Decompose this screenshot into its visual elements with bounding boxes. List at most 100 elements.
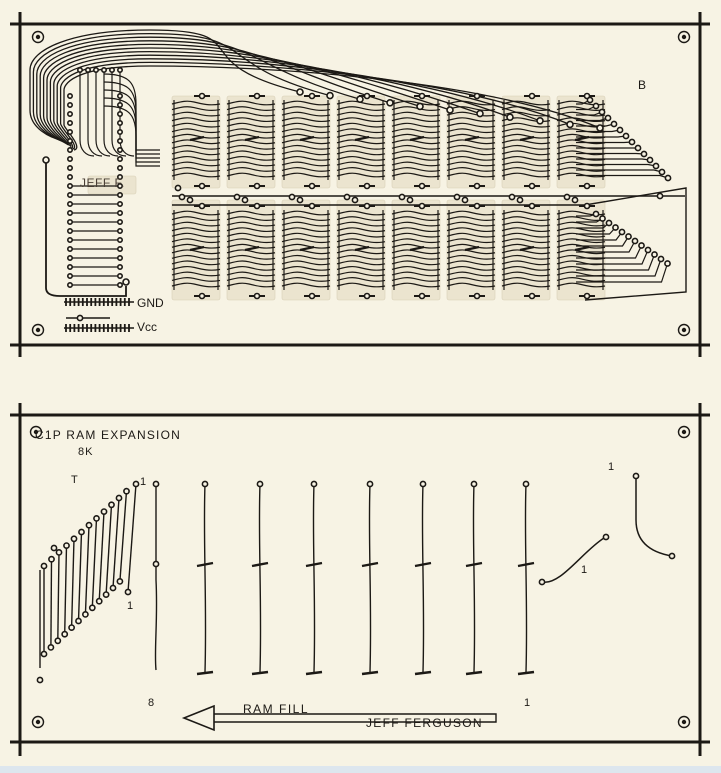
- ladder-pad: [102, 591, 110, 598]
- ram-wave-trace: [281, 249, 331, 255]
- ram-wave-trace: [556, 111, 606, 117]
- edge-pad: [652, 162, 660, 170]
- ram-wave-trace: [446, 100, 496, 106]
- ram-wave-trace: [391, 117, 441, 123]
- ladder-trace: [57, 552, 60, 641]
- ladder-pad: [109, 584, 117, 592]
- connector-pad: [67, 147, 74, 154]
- ram-wave-trace: [281, 210, 331, 216]
- ram-wave-trace: [336, 216, 386, 221]
- ladder-pad: [115, 494, 123, 502]
- jumper-bar: [517, 670, 535, 676]
- ram-wave-trace: [501, 282, 551, 288]
- ram-wave-trace: [556, 254, 606, 260]
- ram-wave-trace: [226, 232, 276, 238]
- ram-wave-trace: [336, 227, 386, 233]
- curved-jumper: [541, 537, 605, 583]
- bus-pad: [656, 192, 664, 200]
- ram-wave-trace: [501, 128, 551, 134]
- bus-pad: [416, 102, 424, 111]
- ladder-pad: [132, 480, 140, 488]
- jumper-pad: [419, 480, 427, 488]
- ram-wave-trace: [391, 167, 441, 172]
- ladder-pad: [50, 544, 58, 552]
- ram-wave-trace: [501, 144, 551, 150]
- ram-wave-trace: [446, 133, 496, 139]
- edge-pad: [634, 144, 642, 152]
- pin-one-mark: 1: [127, 600, 135, 612]
- connector-pad: [67, 129, 74, 136]
- fan-trace: [576, 258, 662, 277]
- ladder-pad: [68, 624, 75, 631]
- jumper-pad: [668, 552, 676, 560]
- ram-wave-trace: [391, 221, 441, 227]
- edge-pad: [592, 210, 600, 218]
- scan-edge-band: [0, 766, 721, 773]
- chip-pad: [418, 182, 426, 190]
- ladder-trace: [70, 538, 75, 628]
- power-pad: [42, 156, 50, 164]
- fan-trace: [576, 254, 656, 271]
- connector-pad: [67, 201, 74, 208]
- edge-pad: [612, 224, 619, 231]
- ram-wave-trace: [226, 139, 276, 145]
- inner-pad: [117, 67, 124, 74]
- ram-wave-trace: [556, 161, 606, 167]
- bus-pad: [296, 88, 304, 96]
- chip-pad: [583, 292, 591, 300]
- ram-wave-trace: [281, 232, 331, 238]
- ram-wave-trace: [446, 238, 496, 244]
- edge-pad: [646, 156, 654, 164]
- ram-wave-trace: [281, 277, 331, 282]
- connector-pad: [67, 174, 74, 181]
- chip-bar: [574, 245, 590, 252]
- jumper-pad: [632, 472, 640, 480]
- ram-wave-trace: [336, 144, 386, 150]
- bus-pad: [508, 193, 516, 201]
- fan-trace: [576, 249, 649, 265]
- ram-wave-trace: [281, 216, 331, 221]
- ram-wave-trace: [391, 150, 441, 156]
- ram-wave-trace: [171, 122, 221, 128]
- power-pad: [122, 278, 130, 286]
- connector-pad: [67, 272, 74, 279]
- ram-wave-trace: [336, 133, 386, 139]
- mounting-hole: [29, 425, 43, 439]
- ladder-pad: [95, 597, 103, 605]
- jumper-trace: [472, 483, 476, 673]
- pin-one-mark: 1: [140, 476, 148, 488]
- bus-pad: [241, 196, 249, 204]
- connector-pad: [67, 111, 74, 118]
- chip-bar: [464, 135, 480, 142]
- ram-wave-trace: [171, 161, 221, 167]
- chip-bar: [464, 245, 480, 252]
- bus-pad: [571, 196, 579, 204]
- ram-wave-trace: [556, 133, 606, 139]
- connector-pad: [67, 263, 74, 270]
- edge-pad: [658, 168, 666, 176]
- ram-wave-trace: [556, 139, 606, 145]
- data-bus-trace: [584, 187, 687, 301]
- edge-pad: [664, 260, 671, 267]
- connector-pad: [117, 228, 124, 235]
- ram-wave-trace: [281, 243, 331, 249]
- connector-pad: [67, 281, 74, 288]
- ram-wave-trace: [281, 133, 331, 139]
- ram-wave-trace: [226, 122, 276, 128]
- ram-wave-trace: [391, 128, 441, 134]
- bus-pad: [476, 109, 484, 118]
- ram-wave-trace: [281, 271, 331, 277]
- ram-wave-trace: [171, 227, 221, 233]
- ladder-pad: [54, 637, 62, 645]
- ladder-pad: [40, 650, 48, 658]
- chip-bar: [244, 245, 260, 252]
- ram-wave-trace: [501, 265, 551, 271]
- ram-wave-trace: [171, 128, 221, 134]
- bus-pad: [178, 193, 186, 201]
- ram-wave-trace: [226, 277, 276, 282]
- ram-wave-trace: [391, 254, 441, 260]
- jumper-trace: [258, 483, 262, 673]
- ram-wave-trace: [336, 232, 386, 238]
- ram-wave-trace: [501, 150, 551, 156]
- bus-pad: [563, 193, 571, 201]
